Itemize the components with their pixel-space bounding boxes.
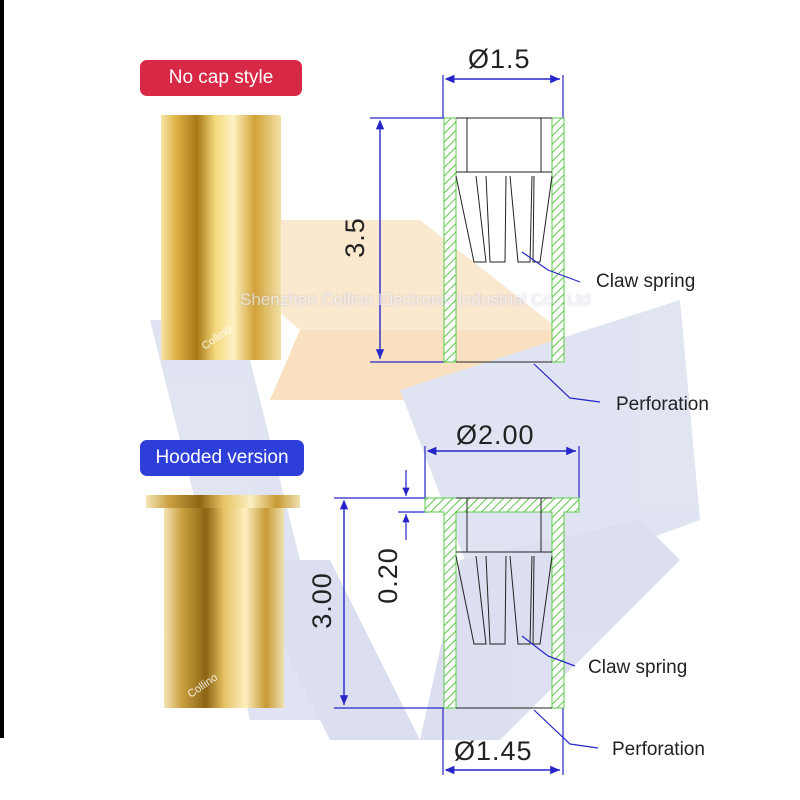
no-cap-style-badge: No cap style — [140, 60, 302, 96]
hooded-drawing — [334, 446, 599, 775]
claw-spring-label-bottom: Claw spring — [588, 657, 688, 678]
no-cap-pin-photo — [161, 115, 281, 360]
bottom-diameter-label: Ø1.45 — [454, 736, 533, 766]
claw-spring-label-top: Claw spring — [596, 271, 696, 292]
left-border — [0, 0, 4, 738]
hooded-pin-photo — [146, 495, 300, 708]
top-length-label: 3.5 — [339, 217, 370, 258]
perforation-label-top: Perforation — [616, 394, 709, 415]
company-watermark: Shenzhen Collino Electronic Industrial C… — [240, 290, 591, 309]
bottom-length-label: 3.00 — [306, 572, 337, 629]
bottom-top-diameter-label: Ø2.00 — [456, 420, 535, 450]
top-diameter-label: Ø1.5 — [468, 44, 531, 74]
flange-height-label: 0.20 — [372, 547, 403, 604]
perforation-label-bottom: Perforation — [612, 739, 705, 760]
no-cap-drawing — [370, 74, 601, 403]
hooded-version-badge: Hooded version — [140, 440, 304, 476]
